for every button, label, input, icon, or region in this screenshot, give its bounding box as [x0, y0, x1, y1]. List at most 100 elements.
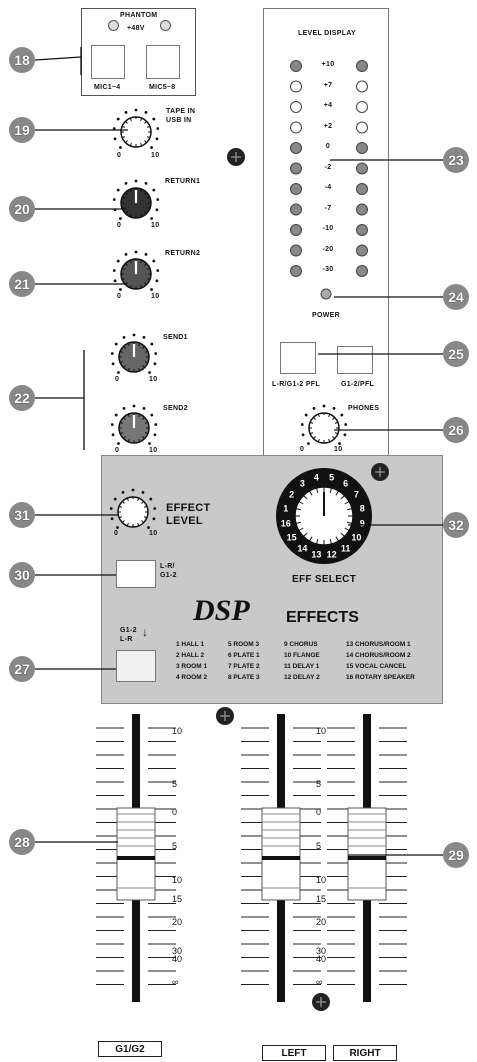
knob2-max: 10	[151, 222, 160, 229]
fader-left-cap-center	[262, 856, 300, 860]
callout-30: 30	[9, 562, 35, 588]
tape-in-knob-grip	[146, 136, 151, 139]
meter-scale-label: +10	[321, 61, 335, 68]
fader-scale-label: 0	[172, 807, 178, 817]
tape-in-knob-grip	[121, 136, 126, 139]
return2-knob-grip	[146, 278, 151, 281]
eff-select-grip	[298, 527, 304, 531]
effect-level-knob-tick	[131, 488, 135, 492]
callout-leader-line	[34, 56, 82, 61]
phones-knob-tick	[332, 406, 336, 410]
meter-scale-label: -10	[322, 225, 334, 232]
meter-scale-label: -2	[324, 163, 332, 171]
effect-list-item: 7 PLATE 2	[228, 663, 260, 670]
return2-knob-grip	[125, 263, 128, 266]
fader-scale-label: 0	[316, 807, 322, 817]
return1-knob-tick	[134, 179, 138, 183]
eff-select-grip	[303, 495, 308, 500]
eff-select-number: 10	[351, 533, 361, 543]
meter-scale-label: -30	[322, 266, 334, 273]
fader-scale-label: 5	[316, 779, 322, 789]
send1-knob-grip	[127, 342, 130, 347]
fader-scale-label: 10	[316, 875, 327, 885]
phones-knob-grip	[334, 432, 339, 435]
eff-select-number: 9	[360, 519, 365, 529]
phantom-mic1-4-button[interactable]	[91, 45, 125, 79]
phones-knob-grip	[317, 413, 320, 418]
meter-led-left	[290, 244, 302, 257]
return1-knob-grip	[146, 207, 151, 210]
lr-g12-button[interactable]	[116, 560, 156, 588]
pfl-lr-button[interactable]	[280, 342, 316, 374]
phones-knob-tick	[304, 413, 308, 417]
send1-knob-tick	[111, 362, 115, 366]
lr-label: L-R	[120, 636, 133, 643]
phantom-title: PHANTOM	[120, 12, 158, 19]
eff-select-grip	[298, 501, 304, 505]
return2-knob-tick	[152, 259, 156, 263]
return2-knob-grip	[140, 259, 143, 264]
return1-knob-tick	[119, 217, 122, 220]
return2-knob-tick	[156, 269, 160, 272]
send2-knob-grip	[119, 432, 124, 435]
send1-knob-tick	[153, 362, 157, 366]
meter-scale-label: +7	[323, 81, 333, 89]
phones-knob-tick	[343, 433, 347, 437]
return1-knob-grip	[140, 188, 143, 193]
return2-knob-grip	[144, 282, 147, 285]
return1-knob-grip	[144, 192, 147, 195]
phones-knob-tick	[338, 442, 341, 445]
effect-level-knob-tick	[109, 507, 113, 510]
fader-scale-label: 20	[172, 917, 183, 927]
pfl-g12-button[interactable]	[337, 346, 373, 374]
meter-led-left	[290, 60, 302, 72]
return1-knob-tick	[150, 217, 153, 220]
g12-lr-button[interactable]	[116, 650, 156, 682]
send2-knob-tick	[117, 442, 120, 445]
eff-select-number: 5	[329, 473, 334, 483]
effect-list-item: 16 ROTARY SPEAKER	[346, 674, 415, 681]
phones-knob-tick	[322, 404, 326, 408]
effects-title: EFFECTS	[286, 609, 359, 626]
send2-knob-grip	[119, 421, 124, 424]
callout-32: 32	[443, 512, 469, 538]
effect-level-knob-tick	[110, 517, 114, 521]
lr-g12-label-2: G1-2	[160, 572, 177, 579]
effect-level-knob-tick	[141, 490, 145, 494]
effect-level-knob-grip	[141, 520, 144, 523]
effect-level-knob-tick	[152, 517, 156, 521]
phones-knob-grip	[328, 438, 331, 443]
phantom-led-1	[108, 20, 119, 31]
send1-knob-grip	[119, 361, 124, 364]
effect-list-item: 3 ROOM 1	[176, 663, 208, 670]
tape-in-knob-grip	[144, 121, 147, 124]
phones-knob-tick	[301, 433, 305, 437]
meter-scale-label: +2	[323, 122, 333, 130]
send2-knob-tick	[114, 413, 118, 417]
eff-select-number: 3	[300, 479, 305, 489]
knob5-min: 0	[115, 447, 120, 454]
return1-knob-tick	[116, 188, 120, 192]
return2-knob-tick	[144, 252, 148, 256]
callout-20: 20	[9, 196, 35, 222]
eff-select-grip	[316, 539, 319, 545]
phantom-mic5-8-button[interactable]	[146, 45, 180, 79]
meter-led-left	[290, 80, 302, 93]
effect-list-item: 1 HALL 1	[176, 641, 205, 648]
phones-knob-tick	[307, 442, 310, 445]
phones-knob-grip	[332, 417, 335, 420]
phones-knob-grip	[328, 413, 331, 418]
phones-min: 0	[300, 446, 305, 453]
meter-scale-label: -20	[322, 245, 334, 253]
eff-select-grip	[340, 532, 345, 537]
effect-list-item: 13 CHORUS/ROOM 1	[346, 641, 411, 648]
eff-select-grip	[329, 487, 332, 493]
tape-in-knob-grip	[125, 140, 128, 143]
fader-name-right: RIGHT	[333, 1045, 397, 1061]
fader-scale-label: 10	[172, 875, 183, 885]
tape-in-knob-grip	[144, 140, 147, 143]
effect-level-min: 0	[114, 530, 119, 537]
send1-knob-grip	[127, 367, 130, 372]
return2-knob-grip	[144, 263, 147, 266]
